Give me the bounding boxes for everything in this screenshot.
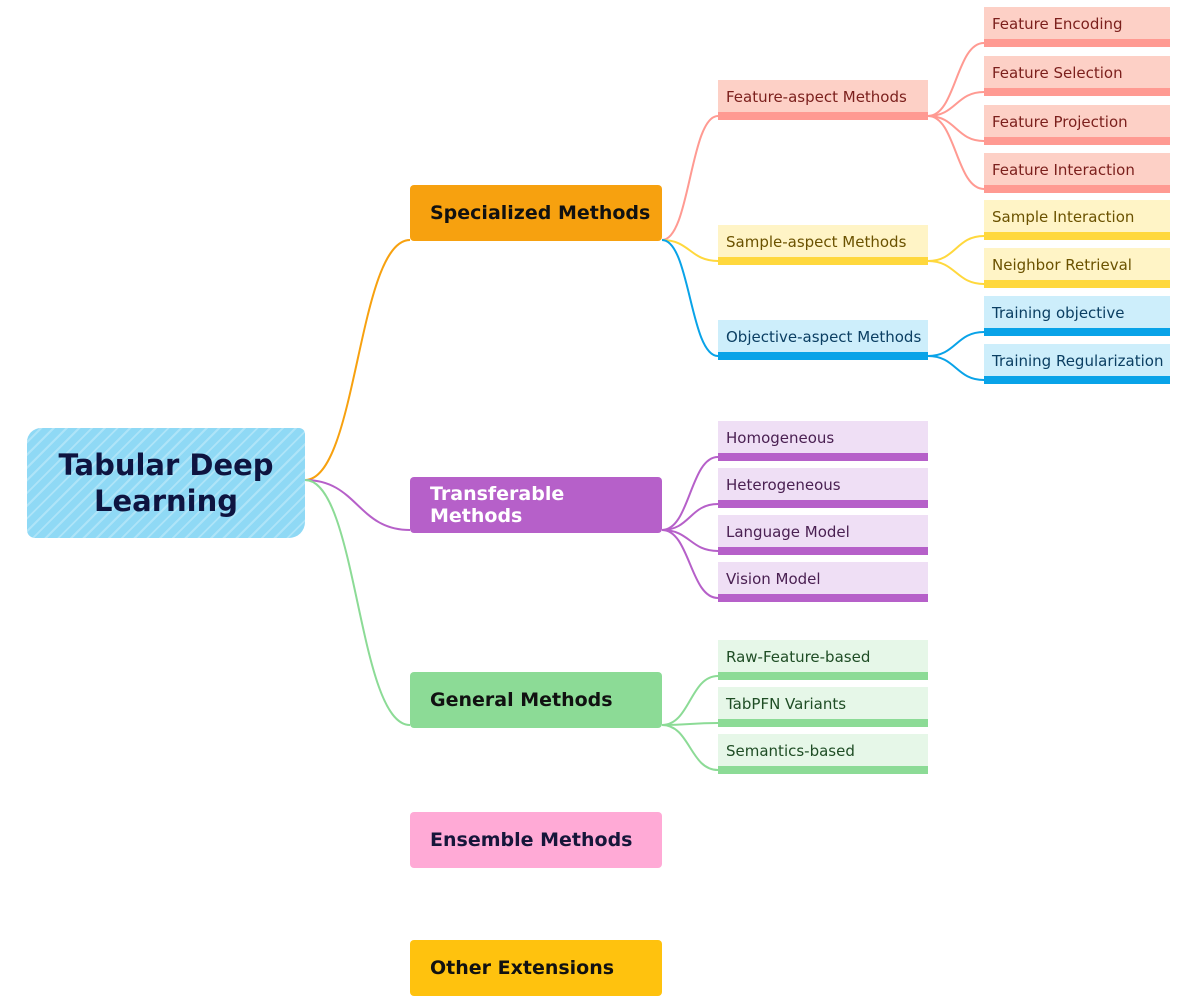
category-specialized-methods[interactable]: Specialized Methods xyxy=(410,185,662,241)
connector-specialized-methods-sample-aspect-methods xyxy=(661,239,719,262)
leaf-feature-encoding-label: Feature Encoding xyxy=(992,15,1123,33)
root-topic-label: Tabular Deep Learning xyxy=(58,448,274,518)
subtopic-feature-aspect-methods-underline xyxy=(718,112,928,120)
subtopic-semantics-based[interactable]: Semantics-based xyxy=(718,734,928,774)
leaf-feature-projection-underline xyxy=(984,137,1170,145)
leaf-training-regularization-underline xyxy=(984,376,1170,384)
connector-specialized-methods-feature-aspect-methods xyxy=(661,115,719,241)
leaf-feature-selection[interactable]: Feature Selection xyxy=(984,56,1170,96)
leaf-feature-projection[interactable]: Feature Projection xyxy=(984,105,1170,145)
connector-general-methods-raw-feature-based xyxy=(661,675,719,726)
subtopic-heterogeneous[interactable]: Heterogeneous xyxy=(718,468,928,508)
connector-objective-aspect-methods-training-objective xyxy=(927,331,985,357)
leaf-neighbor-retrieval-label: Neighbor Retrieval xyxy=(992,256,1132,274)
leaf-neighbor-retrieval-underline xyxy=(984,280,1170,288)
subtopic-homogeneous[interactable]: Homogeneous xyxy=(718,421,928,461)
leaf-training-objective-underline xyxy=(984,328,1170,336)
category-other-extensions-label: Other Extensions xyxy=(430,957,615,979)
category-other-extensions[interactable]: Other Extensions xyxy=(410,940,662,996)
subtopic-tabpfn-variants-underline xyxy=(718,719,928,727)
connector-feature-aspect-methods-feature-interaction xyxy=(927,115,985,190)
subtopic-vision-model-underline xyxy=(718,594,928,602)
subtopic-raw-feature-based-underline xyxy=(718,672,928,680)
subtopic-homogeneous-label: Homogeneous xyxy=(726,429,835,447)
connector-general-methods-semantics-based xyxy=(661,724,719,771)
subtopic-language-model-underline xyxy=(718,547,928,555)
subtopic-sample-aspect-methods[interactable]: Sample-aspect Methods xyxy=(718,225,928,265)
connector-feature-aspect-methods-feature-selection xyxy=(927,91,985,117)
connector-objective-aspect-methods-training-regularization xyxy=(927,355,985,381)
subtopic-raw-feature-based[interactable]: Raw-Feature-based xyxy=(718,640,928,680)
subtopic-semantics-based-label: Semantics-based xyxy=(726,742,855,760)
leaf-sample-interaction-label: Sample Interaction xyxy=(992,208,1135,226)
connector-root-specialized-methods xyxy=(304,239,411,481)
leaf-feature-encoding[interactable]: Feature Encoding xyxy=(984,7,1170,47)
leaf-feature-interaction-underline xyxy=(984,185,1170,193)
category-general-methods[interactable]: General Methods xyxy=(410,672,662,728)
connector-feature-aspect-methods-feature-encoding xyxy=(927,42,985,117)
category-ensemble-methods[interactable]: Ensemble Methods xyxy=(410,812,662,868)
category-ensemble-methods-label: Ensemble Methods xyxy=(430,829,633,851)
subtopic-tabpfn-variants[interactable]: TabPFN Variants xyxy=(718,687,928,727)
connector-root-transferable-methods xyxy=(304,479,411,531)
connector-transferable-methods-vision-model xyxy=(661,529,719,599)
leaf-feature-encoding-underline xyxy=(984,39,1170,47)
category-general-methods-label: General Methods xyxy=(430,689,613,711)
leaf-sample-interaction-underline xyxy=(984,232,1170,240)
subtopic-heterogeneous-underline xyxy=(718,500,928,508)
subtopic-feature-aspect-methods[interactable]: Feature-aspect Methods xyxy=(718,80,928,120)
leaf-feature-interaction-label: Feature Interaction xyxy=(992,161,1135,179)
subtopic-sample-aspect-methods-underline xyxy=(718,257,928,265)
root-topic[interactable]: Tabular Deep Learning xyxy=(27,428,305,538)
leaf-feature-selection-label: Feature Selection xyxy=(992,64,1123,82)
subtopic-homogeneous-underline xyxy=(718,453,928,461)
subtopic-objective-aspect-methods[interactable]: Objective-aspect Methods xyxy=(718,320,928,360)
subtopic-heterogeneous-label: Heterogeneous xyxy=(726,476,841,494)
connector-transferable-methods-homogeneous xyxy=(661,456,719,531)
subtopic-vision-model-label: Vision Model xyxy=(726,570,821,588)
leaf-training-regularization-label: Training Regularization xyxy=(992,352,1164,370)
subtopic-objective-aspect-methods-label: Objective-aspect Methods xyxy=(726,328,922,346)
subtopic-feature-aspect-methods-label: Feature-aspect Methods xyxy=(726,88,907,106)
leaf-training-regularization[interactable]: Training Regularization xyxy=(984,344,1170,384)
subtopic-objective-aspect-methods-underline xyxy=(718,352,928,360)
subtopic-tabpfn-variants-label: TabPFN Variants xyxy=(726,695,847,713)
subtopic-semantics-based-underline xyxy=(718,766,928,774)
leaf-feature-projection-label: Feature Projection xyxy=(992,113,1128,131)
leaf-neighbor-retrieval[interactable]: Neighbor Retrieval xyxy=(984,248,1170,288)
subtopic-sample-aspect-methods-label: Sample-aspect Methods xyxy=(726,233,907,251)
category-transferable-methods[interactable]: Transferable Methods xyxy=(410,477,662,533)
leaf-feature-interaction[interactable]: Feature Interaction xyxy=(984,153,1170,193)
subtopic-vision-model[interactable]: Vision Model xyxy=(718,562,928,602)
leaf-sample-interaction[interactable]: Sample Interaction xyxy=(984,200,1170,240)
connector-specialized-methods-objective-aspect-methods xyxy=(661,239,719,357)
connector-sample-aspect-methods-sample-interaction xyxy=(927,235,985,262)
connector-transferable-methods-heterogeneous xyxy=(661,503,719,531)
subtopic-raw-feature-based-label: Raw-Feature-based xyxy=(726,648,871,666)
connector-root-general-methods xyxy=(304,479,411,726)
leaf-training-objective[interactable]: Training objective xyxy=(984,296,1170,336)
category-specialized-methods-label: Specialized Methods xyxy=(430,202,651,224)
category-transferable-methods-label: Transferable Methods xyxy=(430,483,565,527)
subtopic-language-model-label: Language Model xyxy=(726,523,850,541)
leaf-feature-selection-underline xyxy=(984,88,1170,96)
leaf-training-objective-label: Training objective xyxy=(992,304,1125,322)
connector-sample-aspect-methods-neighbor-retrieval xyxy=(927,260,985,285)
subtopic-language-model[interactable]: Language Model xyxy=(718,515,928,555)
